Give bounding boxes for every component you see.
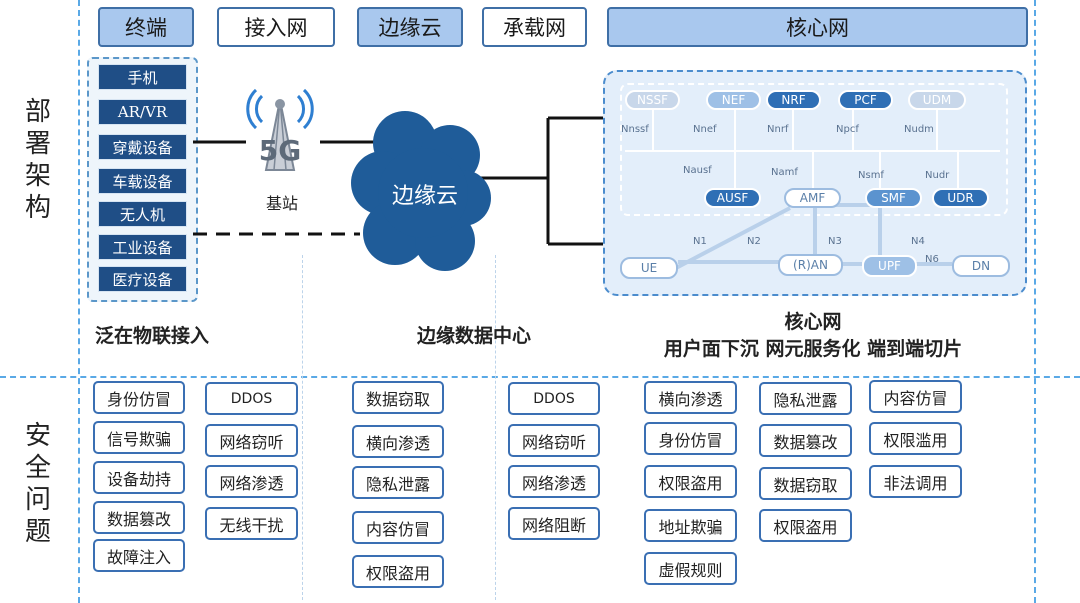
base-station-label: 基站 — [266, 194, 299, 213]
sec-col1-item: 身份仿冒 — [93, 381, 185, 414]
nf-nrf: NRF — [766, 90, 821, 110]
terminal-item-drone: 无人机 — [98, 201, 187, 227]
node-upf: UPF — [862, 255, 917, 277]
node-ue: UE — [620, 257, 678, 279]
terminal-item-wearable: 穿戴设备 — [98, 134, 187, 160]
header-bearer-net: 承载网 — [482, 7, 587, 47]
divider-line-1 — [302, 255, 303, 600]
terminal-item-phone: 手机 — [98, 64, 187, 90]
sec-col3-item: 内容仿冒 — [352, 511, 444, 544]
frame-right-line — [1034, 0, 1036, 603]
sec-col3-item: 数据窃取 — [352, 381, 444, 414]
iface-npcf: Npcf — [836, 124, 859, 135]
sec-col1-item: 数据篡改 — [93, 501, 185, 534]
sec-col4-item: 网络窃听 — [508, 424, 600, 457]
frame-left-line — [78, 0, 80, 603]
sec-col4-item: DDOS — [508, 382, 600, 415]
sec-col2-item: 网络渗透 — [205, 465, 298, 498]
terminal-item-industrial: 工业设备 — [98, 234, 187, 260]
sec-col7-item: 非法调用 — [869, 465, 962, 498]
iface-n2: N2 — [747, 236, 761, 247]
nf-ausf: AUSF — [704, 188, 761, 208]
sec-col2-item: 无线干扰 — [205, 507, 298, 540]
sec-col5-item: 权限盗用 — [644, 465, 737, 498]
iface-n4: N4 — [911, 236, 925, 247]
sec-col1-item: 设备劫持 — [93, 461, 185, 494]
nf-udm: UDM — [908, 90, 966, 110]
sec-col5-item: 虚假规则 — [644, 552, 737, 585]
sec-col3-item: 隐私泄露 — [352, 466, 444, 499]
nf-udr: UDR — [932, 188, 989, 208]
terminal-item-vehicle: 车载设备 — [98, 168, 187, 194]
sec-col7-item: 内容仿冒 — [869, 380, 962, 413]
nf-smf: SMF — [865, 188, 922, 208]
frame-middle-line — [0, 376, 1080, 378]
header-terminal: 终端 — [98, 7, 194, 47]
iface-n6: N6 — [925, 254, 939, 265]
nf-nef: NEF — [706, 90, 761, 110]
nf-pcf: PCF — [838, 90, 893, 110]
base-station-5g-text: 5G — [259, 134, 301, 167]
caption-core-title: 核心网 — [784, 311, 842, 333]
nf-amf: AMF — [784, 188, 841, 208]
sec-col1-item: 故障注入 — [93, 539, 185, 572]
nf-nssf: NSSF — [625, 90, 680, 110]
sec-col3-item: 权限盗用 — [352, 555, 444, 588]
sec-col2-item: 网络窃听 — [205, 424, 298, 457]
node-ran: (R)AN — [778, 254, 843, 276]
caption-edge-datacenter: 边缘数据中心 — [417, 325, 532, 347]
iface-nausf: Nausf — [683, 165, 712, 176]
edge-cloud-icon — [351, 111, 491, 271]
deployment-label: 部署架构 — [24, 97, 51, 223]
header-access-net: 接入网 — [217, 7, 335, 47]
header-core-net: 核心网 — [607, 7, 1028, 47]
iface-nudm: Nudm — [904, 124, 934, 135]
sec-col4-item: 网络阻断 — [508, 507, 600, 540]
sec-col5-item: 地址欺骗 — [644, 509, 737, 542]
sec-col3-item: 横向渗透 — [352, 425, 444, 458]
caption-terminal-access: 泛在物联接入 — [95, 325, 210, 347]
sec-col6-item: 隐私泄露 — [759, 382, 852, 415]
sec-col5-item: 身份仿冒 — [644, 422, 737, 455]
terminal-item-medical: 医疗设备 — [98, 266, 187, 292]
node-dn: DN — [952, 255, 1010, 277]
iface-n1: N1 — [693, 236, 707, 247]
sec-col6-item: 数据窃取 — [759, 467, 852, 500]
iface-nnssf: Nnssf — [621, 124, 649, 135]
iface-n3: N3 — [828, 236, 842, 247]
iface-nudr: Nudr — [925, 170, 950, 181]
terminal-item-arvr: AR/VR — [98, 99, 187, 125]
security-label: 安全问题 — [24, 421, 51, 547]
caption-core-features: 用户面下沉 网元服务化 端到端切片 — [663, 338, 963, 360]
sec-col6-item: 数据篡改 — [759, 424, 852, 457]
base-station-icon: 5G — [246, 88, 314, 171]
edge-cloud-label: 边缘云 — [391, 184, 458, 209]
sec-col7-item: 权限滥用 — [869, 422, 962, 455]
divider-line-2 — [495, 255, 496, 600]
iface-nnrf: Nnrf — [767, 124, 789, 135]
iface-nnef: Nnef — [693, 124, 717, 135]
iface-namf: Namf — [771, 167, 798, 178]
sec-col6-item: 权限盗用 — [759, 509, 852, 542]
sec-col2-item: DDOS — [205, 382, 298, 415]
sec-col4-item: 网络渗透 — [508, 465, 600, 498]
iface-nsmf: Nsmf — [858, 170, 884, 181]
header-edge-cloud: 边缘云 — [357, 7, 463, 47]
sec-col1-item: 信号欺骗 — [93, 421, 185, 454]
sec-col5-item: 横向渗透 — [644, 381, 737, 414]
